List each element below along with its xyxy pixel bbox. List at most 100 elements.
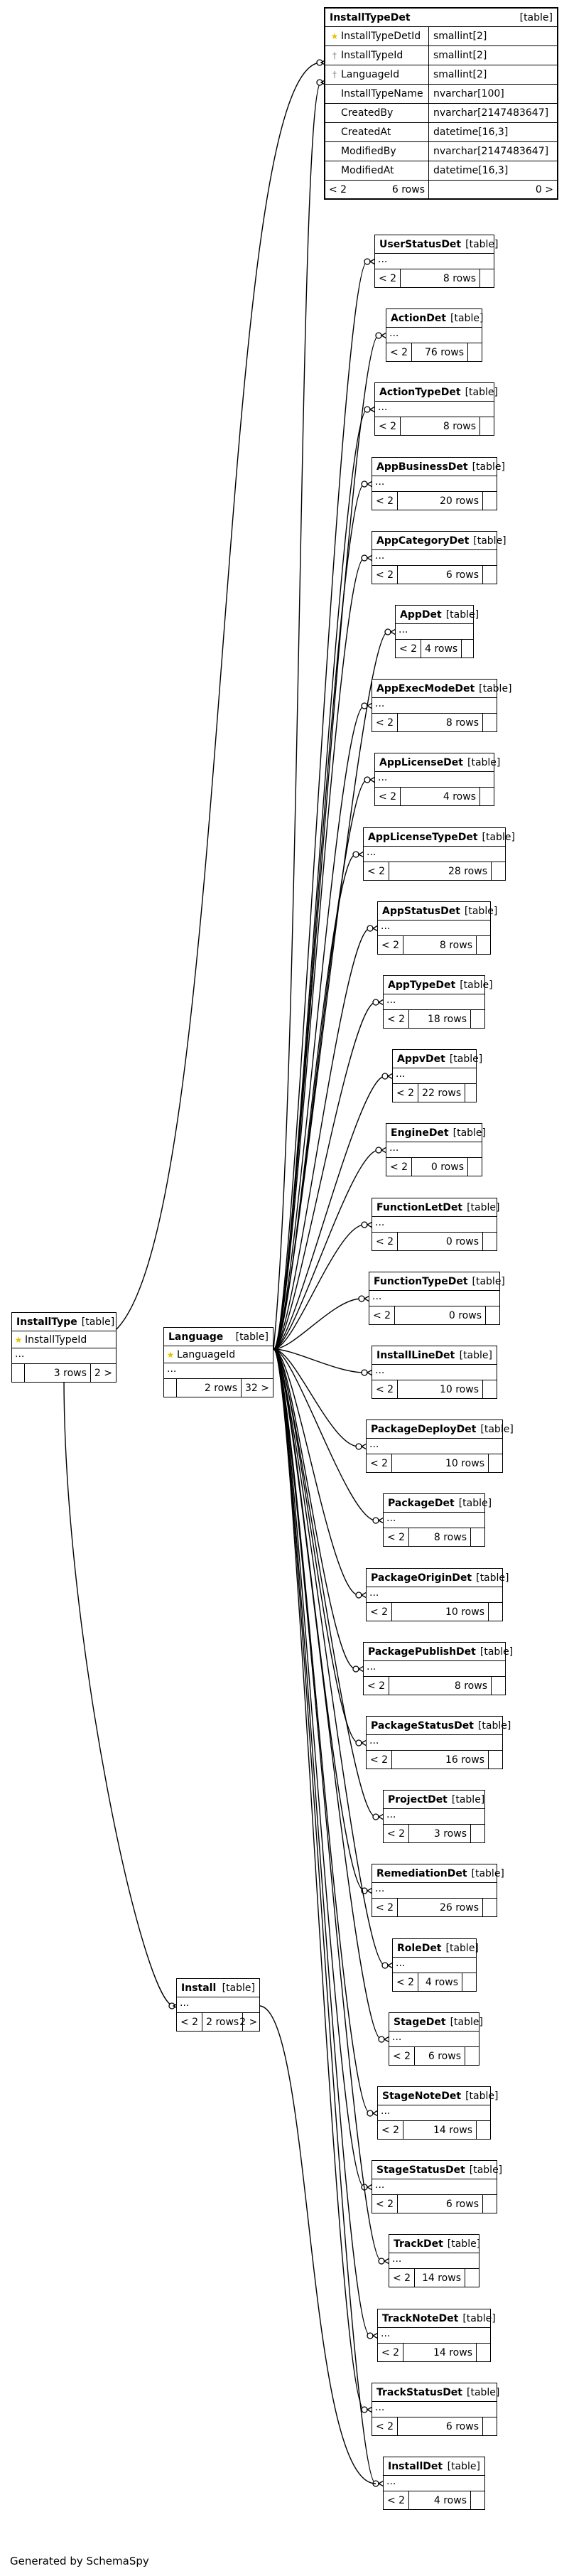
column-type: datetime[16,3] [433,165,509,176]
footer-prev[interactable]: < 2 [364,862,390,880]
footer-prev[interactable]: < 2 [364,1677,390,1695]
more-columns: ... [375,402,494,417]
footer-next [491,862,505,880]
table-name: AppvDet [397,1053,445,1065]
footer-prev[interactable]: < 2 [367,1603,393,1621]
footer-prev[interactable]: < 2 [372,1899,399,1916]
footer-prev[interactable]: < 2 [375,788,401,805]
table-installtypedet[interactable]: InstallTypeDet [table] ★InstallTypeDetId… [324,7,558,200]
footer-prev[interactable]: < 2 [369,1306,396,1324]
footer-rows: 10 rows [445,1606,484,1618]
footer-next[interactable]: 32 > [241,1379,273,1397]
relationship-line [273,1348,365,2188]
table-type-label: [table] [81,1316,115,1328]
more-columns: ... [393,1958,476,1973]
table-header: AppLicenseDet[table] [375,753,500,772]
footer-prev[interactable]: < 2 [372,1233,399,1250]
footer-prev[interactable]: < 2 [389,2269,416,2287]
footer-prev[interactable]: < 2 [372,2417,399,2435]
footer-prev[interactable]: < 2 [393,1973,419,1991]
footer-prev[interactable]: < 2 [393,1084,419,1102]
table-type-label: [table] [235,1331,269,1343]
footer-prev[interactable]: < 2 [384,1010,410,1028]
footer-prev[interactable]: < 2 [375,269,401,287]
footer-prev[interactable]: < 2 [372,566,399,584]
footer-prev[interactable]: < 2 [367,1751,393,1769]
footer-prev[interactable]: < 2 [378,2121,404,2139]
more-columns: ... [378,2105,490,2121]
footer-prev[interactable]: < 2 [375,417,401,435]
footer-prev[interactable]: < 2 [384,1825,410,1842]
footer-prev[interactable]: < 2 6 rows [325,181,429,198]
footer-next[interactable]: 2 > [239,2013,261,2031]
more-columns: ... [386,328,482,343]
column-row: ModifiedAt datetime[16,3] [325,161,557,181]
footer-next[interactable]: 2 > [90,1364,116,1382]
footer-next[interactable]: 0 > [535,183,553,195]
column-row: ★ InstallTypeId [12,1331,116,1348]
footer-prev[interactable]: < 2 [378,936,404,954]
footer-prev[interactable]: < 2 [396,640,422,658]
column-name: InstallTypeId [25,1333,87,1346]
table-header: InstallType [table] [12,1313,116,1331]
table-name: ActionTypeDet [379,386,461,398]
footer-next [488,1751,502,1769]
footer-prev[interactable]: < 2 [372,1380,399,1398]
footer-prev[interactable]: < 2 [384,1528,410,1546]
column-name: ModifiedAt [341,165,394,176]
table-installtype[interactable]: InstallType [table] ★ InstallTypeId ... … [11,1312,116,1383]
table-name: RemediationDet [376,1867,467,1879]
footer-prev[interactable]: < 2 [372,492,399,510]
footer-prev[interactable]: < 2 [386,1158,413,1176]
footer-prev[interactable]: < 2 [372,714,399,731]
relationship-line [63,1377,174,2007]
column-name: LanguageId [341,69,400,80]
footer-prev[interactable]: < 2 [372,2195,399,2213]
table-type-label: [table] [460,979,493,991]
footer-prev[interactable]: < 2 [367,1454,393,1472]
more-columns: ... [372,2179,497,2195]
footer-prev[interactable]: < 2 [384,2491,410,2509]
footer-prev[interactable]: < 2 [378,2344,404,2361]
table-language[interactable]: Language [table] ★ LanguageId ... 2 rows… [163,1327,273,1397]
footer-prev[interactable]: < 2 [177,2013,203,2031]
table-install[interactable]: Install [table] ... < 2 2 rows 2 > [176,1978,260,2032]
footer-prev[interactable]: < 2 [386,343,413,361]
table-name: FunctionLetDet [376,1201,463,1213]
footer-prev[interactable]: < 2 [389,2047,416,2065]
